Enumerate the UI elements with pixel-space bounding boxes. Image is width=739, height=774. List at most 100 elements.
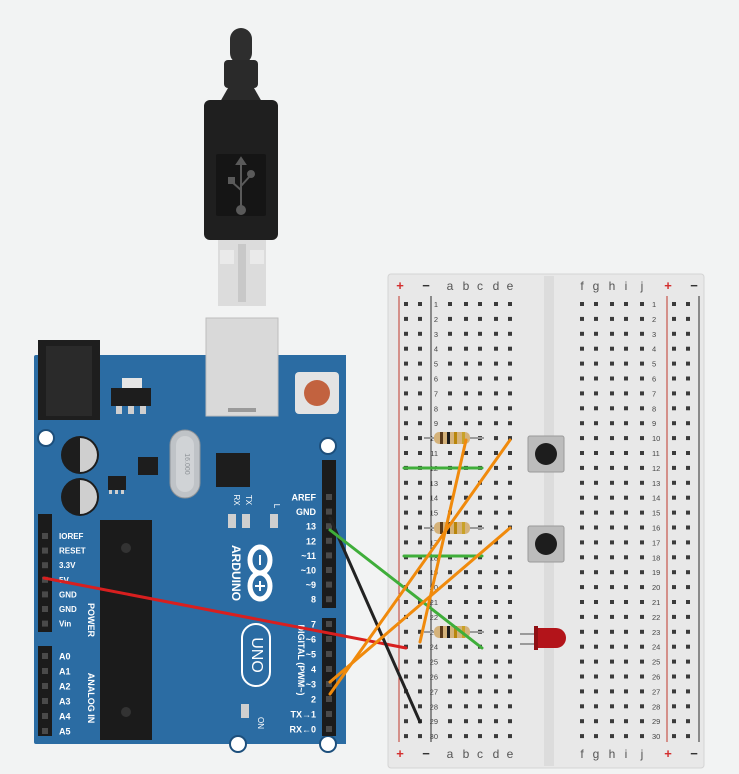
digital-pin-label: TX→1: [290, 710, 316, 720]
row-label-2-right: 2: [652, 315, 656, 324]
resistor-1[interactable]: [424, 432, 484, 444]
column-label-f-bottom: f: [580, 747, 584, 761]
row-label-21-right: 21: [652, 598, 660, 607]
row-label-14-right: 14: [652, 494, 660, 503]
digital-pin-socket[interactable]: [326, 636, 332, 642]
digital-pin-label: GND: [296, 507, 317, 517]
digital-pin-label: AREF: [292, 493, 317, 503]
analog-pin-socket[interactable]: [42, 683, 48, 689]
analog-pin-socket[interactable]: [42, 698, 48, 704]
row-label-4: 4: [434, 345, 438, 354]
row-label-28-right: 28: [652, 702, 660, 711]
crystal-oscillator: 16.000: [169, 429, 201, 499]
column-label-f-top: f: [580, 279, 584, 293]
pushbutton-1[interactable]: [527, 435, 565, 473]
digital-pin-socket[interactable]: [326, 494, 332, 500]
rail-plus-label: +: [396, 278, 404, 293]
row-label-11: 11: [430, 449, 438, 458]
power-header: [38, 514, 52, 632]
analog-header: [38, 646, 52, 736]
power-pin-socket[interactable]: [42, 620, 48, 627]
power-pin-label: 5V: [59, 576, 69, 585]
pushbutton-2[interactable]: [527, 525, 565, 563]
uno-label: UNO: [248, 637, 265, 673]
digital-pin-socket[interactable]: [326, 567, 332, 573]
analog-pin-label: A2: [59, 682, 71, 692]
power-pin-socket[interactable]: [42, 547, 48, 554]
digital-pin-label: ~3: [306, 680, 316, 690]
tx-led: [242, 514, 250, 528]
row-label-26-right: 26: [652, 673, 660, 682]
column-label-a-bottom: a: [447, 747, 454, 761]
power-pin-socket[interactable]: [42, 533, 48, 539]
digital-pin-socket[interactable]: [326, 651, 332, 657]
digital-pin-socket[interactable]: [326, 523, 332, 530]
rail-minus-label: −: [422, 278, 430, 293]
analog-pin-socket[interactable]: [42, 713, 48, 719]
digital-pin-socket[interactable]: [326, 596, 332, 603]
digital-pin-socket[interactable]: [326, 726, 332, 732]
digital-pin-socket[interactable]: [326, 508, 332, 515]
power-pin-label: RESET: [59, 547, 86, 556]
power-label: POWER: [86, 603, 96, 638]
wires[interactable]: [42, 438, 512, 724]
digital-pin-label: 4: [311, 665, 316, 675]
power-pin-label: 3.3V: [59, 561, 76, 570]
row-label-28: 28: [430, 702, 438, 711]
row-label-27-right: 27: [652, 687, 660, 696]
capacitor: [61, 478, 99, 516]
row-label-20-right: 20: [652, 583, 660, 592]
digital-pin-socket[interactable]: [326, 696, 332, 702]
rail-plus-label: +: [664, 278, 672, 293]
analog-pin-socket[interactable]: [42, 653, 48, 659]
column-label-e-top: e: [507, 279, 514, 293]
power-pin-socket[interactable]: [42, 591, 48, 598]
row-label-6-right: 6: [652, 375, 656, 384]
power-pin-socket[interactable]: [42, 606, 48, 612]
column-label-i-bottom: i: [625, 747, 628, 761]
l-label: L: [272, 504, 281, 509]
tx-label: TX: [244, 495, 253, 506]
column-label-a-top: a: [447, 279, 454, 293]
row-label-14: 14: [430, 494, 438, 503]
row-label-22-right: 22: [652, 613, 660, 622]
wire-orange-btn2: [328, 526, 512, 684]
analog-pin-label: A3: [59, 697, 71, 707]
wire-orange-btn1: [328, 438, 512, 696]
rail-minus-label: −: [690, 746, 698, 761]
usb-cable[interactable]: [204, 28, 278, 306]
row-label-15: 15: [430, 509, 438, 518]
column-label-j-bottom: j: [640, 747, 644, 761]
row-label-23-right: 23: [652, 628, 660, 637]
reset-button[interactable]: [295, 372, 339, 414]
digital-pin-socket[interactable]: [326, 711, 332, 717]
row-label-5-right: 5: [652, 360, 656, 369]
digital-pin-socket[interactable]: [326, 666, 332, 672]
row-label-30-right: 30: [652, 732, 660, 741]
digital-pin-label: ~10: [301, 566, 316, 576]
power-pin-label: IOREF: [59, 532, 84, 541]
column-label-c-bottom: c: [477, 747, 483, 761]
on-led: [241, 704, 249, 718]
row-label-3: 3: [434, 330, 438, 339]
power-pin-socket[interactable]: [42, 562, 48, 569]
row-label-13-right: 13: [652, 479, 660, 488]
digital-pin-socket[interactable]: [326, 581, 332, 588]
power-pin-socket[interactable]: [42, 576, 48, 583]
digital-pin-socket[interactable]: [326, 537, 332, 544]
red-led[interactable]: [520, 626, 566, 650]
rail-minus-label: −: [690, 278, 698, 293]
column-label-c-top: c: [477, 279, 483, 293]
row-label-30: 30: [430, 732, 438, 741]
row-label-16-right: 16: [652, 524, 660, 533]
analog-pin-socket[interactable]: [42, 668, 48, 674]
digital-pin-socket[interactable]: [326, 552, 332, 559]
analog-pin-socket[interactable]: [42, 728, 48, 734]
digital-pin-socket[interactable]: [326, 681, 332, 687]
column-label-b-bottom: b: [463, 747, 470, 761]
digital-pin-socket[interactable]: [326, 621, 332, 627]
arduino-board[interactable]: 16.000 RX TX L ON ARDUINO UNO DIGITAL (P…: [34, 317, 346, 753]
analog-pin-label: A5: [59, 727, 71, 737]
